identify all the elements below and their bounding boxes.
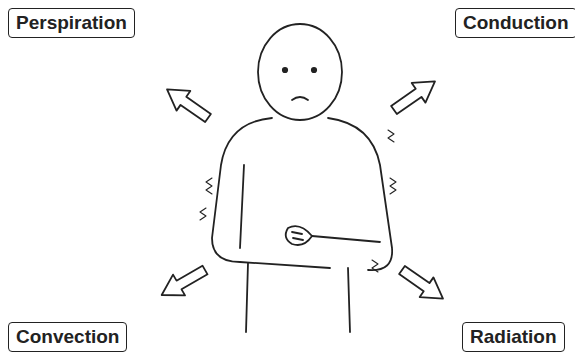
label-box: Radiation — [462, 322, 565, 352]
label-box: Convection — [8, 322, 127, 352]
heat-arrow — [395, 260, 450, 308]
person-body — [348, 268, 350, 332]
box-label: Perspiration — [16, 11, 127, 35]
person-fist — [292, 232, 303, 240]
person-arm — [240, 165, 244, 248]
person-body — [212, 118, 330, 268]
shiver-mark — [388, 130, 394, 142]
box-label: Radiation — [470, 325, 557, 349]
shiver-mark — [200, 208, 206, 220]
heat-arrow — [160, 79, 215, 127]
label-box: Conduction — [455, 8, 575, 38]
person-mouth — [292, 97, 308, 100]
heat-arrow — [156, 260, 211, 306]
person-eye — [283, 68, 287, 72]
box-label: Convection — [16, 325, 119, 349]
person-head — [258, 24, 342, 120]
label-box: Perspiration — [8, 8, 135, 38]
person-eye — [312, 68, 316, 72]
person-fist — [286, 226, 312, 245]
person-body — [328, 118, 392, 270]
person-arm — [312, 236, 380, 242]
heat-arrow — [387, 71, 442, 119]
box-label: Conduction — [463, 11, 569, 35]
shiver-mark — [372, 260, 378, 272]
shiver-mark — [206, 178, 212, 194]
person-body — [246, 263, 248, 332]
shiver-mark — [390, 178, 396, 194]
